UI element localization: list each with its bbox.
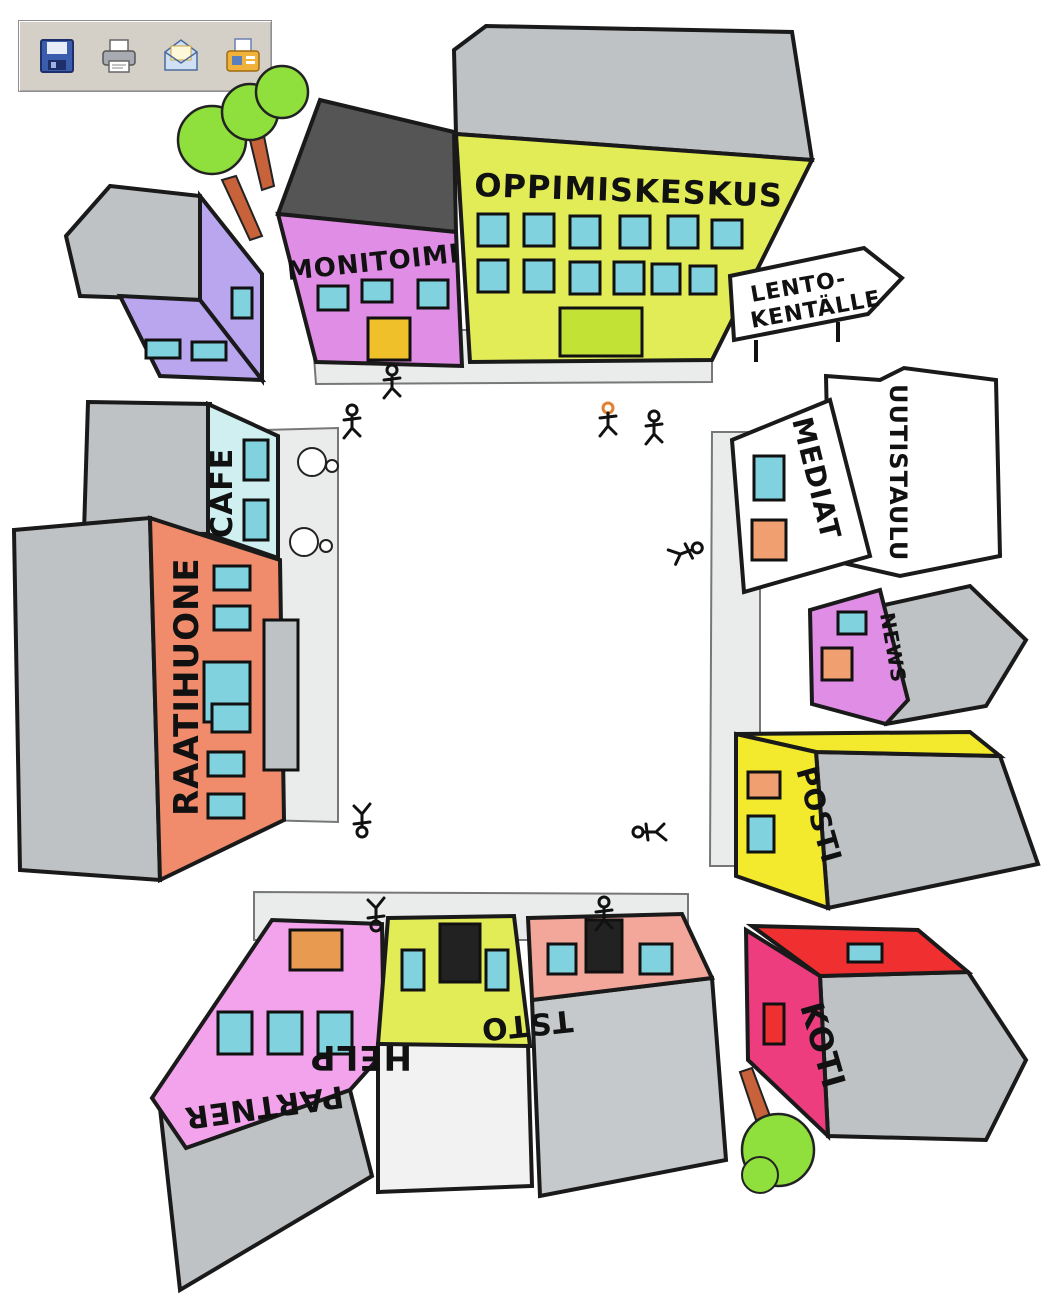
label-raatihuone: RAATIHUONE [167,557,207,816]
building-koti[interactable]: KOTI [746,926,1026,1140]
building-monitoimi[interactable]: MONITOIMI [278,100,462,366]
building-raatihuone[interactable]: RAATIHUONE [14,518,298,880]
building-mediat[interactable]: MEDIAT UUTISTAULU [732,368,1000,592]
people [344,365,705,931]
building-partner[interactable]: PARTNER [152,920,384,1290]
label-help: HELP [310,1037,412,1077]
building-lavender[interactable] [66,186,262,380]
label-uutistaulu: UUTISTAULU [884,384,912,561]
label-cafe: CAFE [205,448,240,538]
building-posti[interactable]: POSTI [736,732,1038,908]
building-news[interactable]: NEWS [810,586,1026,724]
